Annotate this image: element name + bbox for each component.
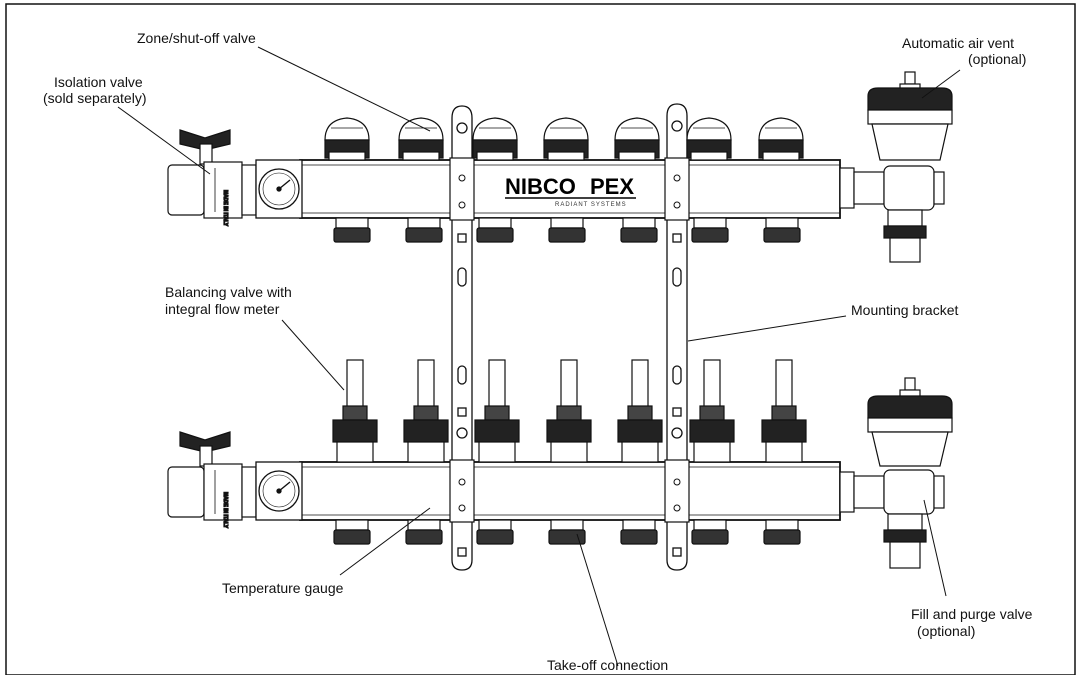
isolation-valve-top: MADE IN ITALY <box>167 129 257 227</box>
label-fill-purge: Fill and purge valve <box>911 606 1033 622</box>
zone-valve-4 <box>543 117 589 161</box>
ball-valve-marking-top: MADE IN ITALY <box>222 190 228 227</box>
label-balancing-valve: Balancing valve with <box>165 284 292 300</box>
zone-valve-1 <box>324 117 370 161</box>
label-temperature-gauge: Temperature gauge <box>222 580 344 596</box>
brand-logo: NIBCO PEX RADIANT SYSTEMS <box>505 174 636 208</box>
label-zone-valve: Zone/shut-off valve <box>137 30 256 46</box>
label-isolation-valve: Isolation valve <box>54 74 143 90</box>
temperature-gauge-bottom <box>255 461 303 521</box>
return-header <box>299 459 841 523</box>
brand-name-right: PEX <box>590 174 634 199</box>
label-takeoff-connection: Take-off connection <box>547 657 668 673</box>
zone-valve-6 <box>686 117 732 161</box>
label-air-vent-note: (optional) <box>968 51 1026 67</box>
label-mounting-bracket: Mounting bracket <box>851 302 959 318</box>
leader-lines <box>117 46 961 667</box>
takeoff-connections-top <box>333 217 801 243</box>
air-vent-bottom <box>839 377 953 569</box>
label-balancing-valve-2: integral flow meter <box>165 301 280 317</box>
zone-valve-3 <box>472 117 518 161</box>
zone-valve-5 <box>614 117 660 161</box>
isolation-valve-bottom: MADE IN ITALY <box>167 431 257 529</box>
temperature-gauge-top <box>255 159 303 219</box>
balancing-valves <box>332 359 807 463</box>
zone-valve-2 <box>398 117 444 161</box>
brand-tagline: RADIANT SYSTEMS <box>555 202 627 208</box>
label-fill-purge-note: (optional) <box>917 623 975 639</box>
label-air-vent: Automatic air vent <box>902 35 1014 51</box>
brand-name-left: NIBCO <box>505 174 576 199</box>
air-vent-top <box>839 71 953 263</box>
callout-labels: Zone/shut-off valve Isolation valve (sol… <box>43 30 1033 673</box>
takeoff-connections-bottom <box>333 519 801 545</box>
label-isolation-valve-note: (sold separately) <box>43 90 147 106</box>
zone-valves <box>324 117 804 161</box>
zone-valve-7 <box>758 117 804 161</box>
ball-valve-marking-bottom: MADE IN ITALY <box>222 492 228 529</box>
